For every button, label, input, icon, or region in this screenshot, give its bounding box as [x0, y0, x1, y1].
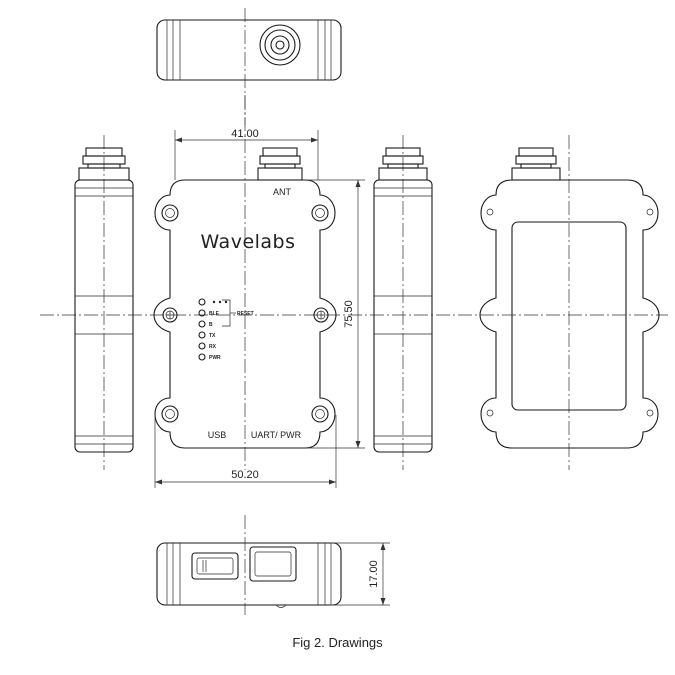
- right-side-view: [373, 135, 433, 470]
- front-view: ANT Wavelabs BLE B TX: [153, 95, 337, 470]
- led-ble: BLE: [198, 309, 220, 317]
- led-tx-label: TX: [209, 333, 216, 339]
- antenna-connector-side-right: [378, 147, 428, 181]
- uart-pwr-port: [249, 546, 297, 582]
- led-pwr-label: PWR: [209, 355, 221, 361]
- back-view: [479, 135, 660, 470]
- back-hole-tr: [646, 208, 654, 216]
- led-rx: RX: [198, 342, 217, 350]
- back-hole-bl: [486, 409, 494, 417]
- figure-caption: Fig 2. Drawings: [292, 635, 383, 650]
- led-indicator: [198, 298, 228, 306]
- dimension-thickness-value: 17.00: [368, 560, 380, 588]
- led-b: B: [198, 320, 213, 328]
- reset-label: RESET: [237, 311, 254, 317]
- dimension-width-top-value: 41.00: [231, 128, 259, 140]
- mounting-hole-tl: [161, 204, 179, 222]
- led-rx-label: RX: [209, 344, 217, 350]
- antenna-connector-front: [257, 147, 303, 181]
- usb-label: USB: [208, 430, 227, 440]
- top-view: [156, 8, 342, 125]
- dimension-width-bottom: 50.20: [154, 415, 337, 488]
- left-side-view: [74, 135, 134, 470]
- screw-left: [162, 307, 178, 323]
- antenna-connector-back: [511, 147, 561, 181]
- dimension-height: 75.50: [305, 179, 365, 449]
- dimension-thickness: 17.00: [330, 542, 390, 606]
- bottom-view: [156, 515, 342, 615]
- led-column: BLE B TX RX PWR RESET: [198, 298, 254, 361]
- brand-logo-text: Wavelabs: [200, 231, 295, 253]
- antenna-label: ANT: [273, 187, 292, 197]
- usb-port: [191, 552, 239, 580]
- mounting-hole-tr: [311, 204, 329, 222]
- led-tx: TX: [198, 331, 216, 339]
- led-pwr: PWR: [198, 353, 221, 361]
- antenna-connector-top: [259, 24, 301, 66]
- uart-pwr-label: UART/ PWR: [251, 430, 302, 440]
- reset-bracket: RESET: [222, 299, 254, 327]
- dimension-height-value: 75.50: [343, 300, 355, 328]
- back-hole-br: [646, 409, 654, 417]
- dimension-width-top: 41.00: [174, 128, 319, 180]
- back-hole-tl: [486, 208, 494, 216]
- dimension-width-bottom-value: 50.20: [231, 469, 259, 481]
- led-ble-label: BLE: [209, 311, 220, 317]
- screw-right: [313, 307, 329, 323]
- mounting-hole-bl: [161, 405, 179, 423]
- mounting-hole-br: [311, 405, 329, 423]
- led-b-label: B: [209, 322, 213, 328]
